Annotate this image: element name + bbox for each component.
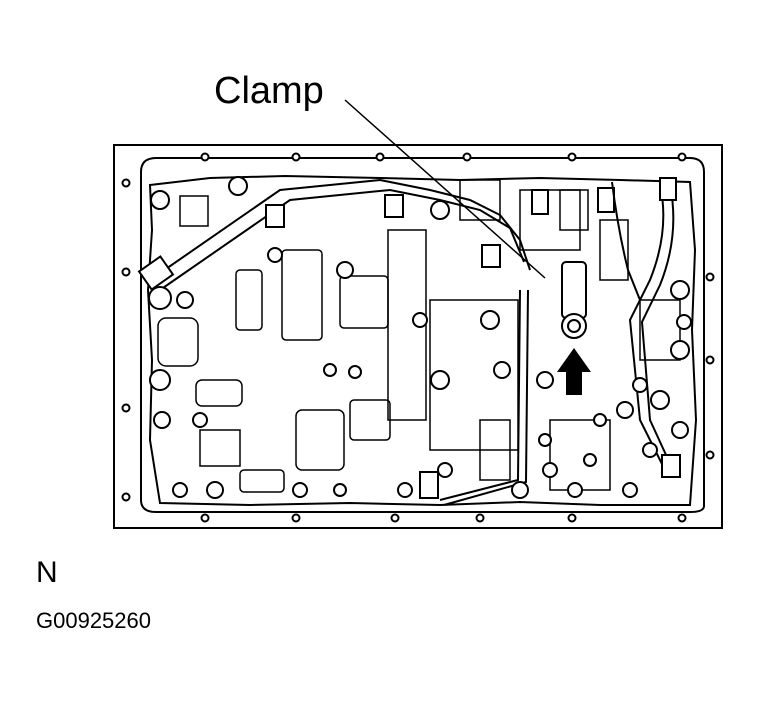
view-letter: N <box>36 556 58 589</box>
upper-left-harness <box>137 178 615 291</box>
flange-bolt-holes <box>121 152 715 523</box>
clamp-label: Clamp <box>214 70 324 112</box>
clamp-leader-line <box>344 99 546 279</box>
clamp-assembly <box>561 261 587 339</box>
arrow-icon <box>557 348 591 395</box>
valve-body-details <box>157 179 681 493</box>
flange-outline <box>140 157 705 513</box>
figure-code: G00925260 <box>36 608 151 633</box>
pan-outline <box>113 144 723 529</box>
check-ball-holes <box>148 176 692 499</box>
right-harness <box>611 177 681 478</box>
center-harness <box>419 289 529 506</box>
